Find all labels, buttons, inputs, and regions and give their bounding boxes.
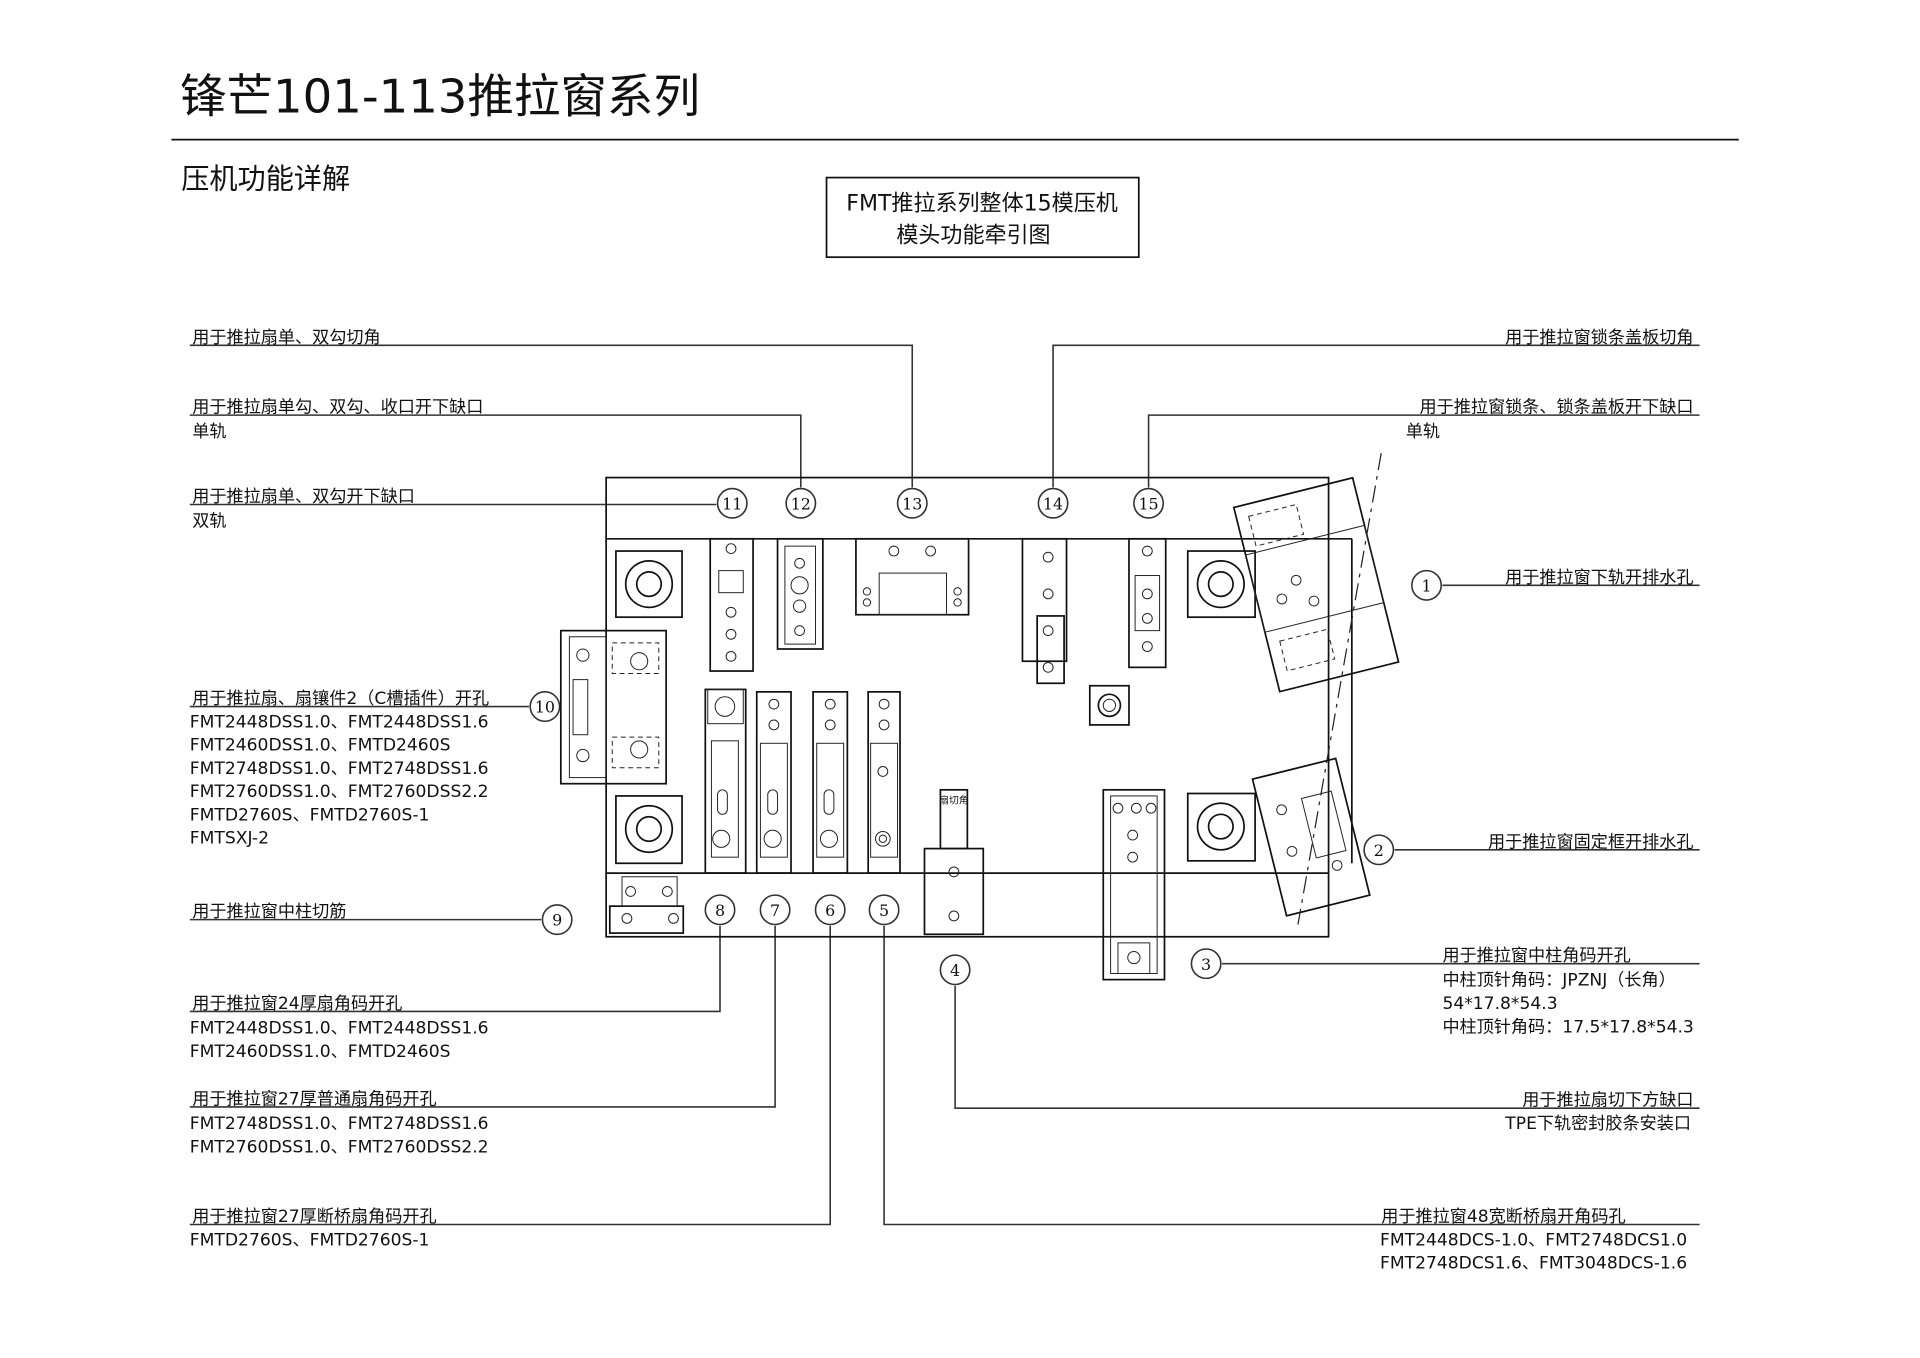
label-8: 用于推拉窗24厚扇角码开孔: [192, 994, 402, 1014]
label-4: 用于推拉扇切下方缺口: [1522, 1091, 1693, 1111]
module-6: [812, 691, 849, 874]
label-text: FMT2460DSS1.0、FMTD2460S: [190, 736, 451, 756]
die-top-right: [1186, 550, 1256, 619]
leader-lines: [189, 344, 1700, 1226]
module-5: [867, 691, 901, 874]
marker-10: 10: [529, 691, 561, 723]
label-text: TPE下轨密封胶条安装口: [1504, 1114, 1691, 1134]
right-labels: 用于推拉窗锁条盖板切角 用于推拉窗锁条、锁条盖板开下缺口 单轨 用于推拉窗下轨开…: [1380, 328, 1694, 1274]
marker-6: 6: [814, 894, 846, 926]
label-text: 15: [1138, 494, 1158, 513]
center-axis-line: [1297, 452, 1382, 925]
label-text: FMTD2760S、FMTD2760S-1: [190, 805, 430, 825]
label-6: 用于推拉窗27厚断桥扇角码开孔: [192, 1207, 436, 1227]
label-text: 54*17.8*54.3: [1442, 994, 1557, 1014]
marker-5: 5: [868, 894, 900, 926]
marker-11: 11: [716, 487, 748, 519]
label-text: 8: [715, 901, 725, 920]
marker-2: 2: [1363, 834, 1395, 866]
label-text: 11: [722, 494, 742, 513]
marker-3: 3: [1190, 948, 1222, 980]
label-text: FMT2748DSS1.0、FMT2748DSS1.6: [190, 1114, 489, 1134]
label-text: FMT2760DSS1.0、FMT2760DSS2.2: [190, 782, 489, 802]
module-3: [1102, 788, 1166, 981]
module-7: [755, 691, 792, 874]
module-10: [559, 629, 667, 785]
marker-9: 9: [541, 904, 573, 936]
label-text: 7: [770, 901, 780, 920]
label-text: 1: [1421, 576, 1431, 595]
marker-13: 13: [896, 487, 928, 519]
diagram-title-line1: FMT推拉系列整体15模压机: [846, 192, 1117, 217]
diagram-title-line2: 模头功能牵引图: [896, 223, 1050, 248]
label-text: FMTD2760S、FMTD2760S-1: [190, 1230, 430, 1250]
left-labels: 用于推拉扇单、双勾切角 用于推拉扇单勾、双勾、收口开下缺口 单轨 用于推拉扇单、…: [190, 328, 489, 1250]
label-9: 用于推拉窗中柱切筋: [192, 902, 346, 922]
module-8: [704, 688, 747, 874]
marker-15: 15: [1133, 487, 1165, 519]
module-2: [1251, 757, 1371, 917]
page-subtitle: 压机功能详解: [181, 163, 350, 196]
label-text: 12: [791, 494, 811, 513]
press-machine: 扇切角: [559, 452, 1400, 981]
label-text: FMT2448DSS1.0、FMT2448DSS1.6: [190, 1018, 489, 1038]
die-top-left: [615, 550, 683, 619]
label-text: 4: [950, 961, 960, 980]
label-text: 13: [902, 494, 922, 513]
callout-markers: 1 2 3 4 5 6 7 8 9 10 11 12 13 14 15: [529, 487, 1443, 986]
label-text: FMT2748DCS1.6、FMT3048DCS-1.6: [1380, 1254, 1687, 1274]
label-5: 用于推拉窗48宽断桥扇开角码孔: [1381, 1207, 1625, 1227]
label-text: FMT2448DSS1.0、FMT2448DSS1.6: [190, 712, 489, 732]
marker-7: 7: [759, 894, 791, 926]
label-text: 单轨: [1406, 422, 1440, 442]
label-text: 5: [879, 901, 889, 920]
marker-1: 1: [1411, 569, 1443, 601]
label-text: FMT2460DSS1.0、FMTD2460S: [190, 1042, 451, 1062]
label-text: FMTSXJ-2: [190, 829, 269, 849]
marker-12: 12: [785, 487, 817, 519]
label-text: 2: [1374, 841, 1384, 860]
label-12: 用于推拉扇单勾、双勾、收口开下缺口: [192, 398, 483, 418]
marker-4: 4: [939, 954, 971, 986]
module-4: 扇切角: [923, 788, 985, 936]
label-text: 单轨: [192, 422, 226, 442]
marker-8: 8: [704, 894, 736, 926]
label-1: 用于推拉窗下轨开排水孔: [1505, 568, 1693, 588]
label-text: 中柱顶针角码：17.5*17.8*54.3: [1442, 1017, 1693, 1037]
label-text: 中柱顶针角码：JPZNJ（长角）: [1442, 971, 1675, 991]
label-14: 用于推拉窗锁条盖板切角: [1505, 328, 1693, 348]
label-text: 6: [825, 901, 835, 920]
marker-14: 14: [1037, 487, 1069, 519]
label-7: 用于推拉窗27厚普通扇角码开孔: [192, 1090, 436, 1110]
module-1: [1232, 476, 1400, 693]
label-text: FMT2760DSS1.0、FMT2760DSS2.2: [190, 1137, 489, 1157]
label-text: 3: [1201, 955, 1211, 974]
page-title: 锋芒101-113推拉窗系列: [180, 70, 700, 124]
diagram-title-box: FMT推拉系列整体15模压机 模头功能牵引图: [825, 176, 1140, 259]
label-11: 用于推拉扇单、双勾开下缺口: [192, 487, 415, 507]
module-9: [608, 876, 685, 934]
label-text: FMT2448DCS-1.0、FMT2748DCS1.0: [1380, 1230, 1687, 1250]
label-2: 用于推拉窗固定框开排水孔: [1488, 832, 1694, 852]
die-bottom-right: [1186, 792, 1256, 862]
label-10: 用于推拉扇、扇镶件2（C槽插件）开孔: [192, 688, 489, 709]
label-text: 9: [552, 911, 562, 930]
label-text: 14: [1043, 494, 1063, 513]
die-bottom-left: [615, 795, 683, 865]
label-3: 用于推拉窗中柱角码开孔: [1442, 946, 1630, 966]
label-13: 用于推拉扇单、双勾切角: [192, 328, 380, 348]
die-label: 扇切角: [939, 793, 968, 806]
label-text: 10: [535, 698, 555, 717]
label-text: 双轨: [192, 512, 226, 532]
label-text: FMT2748DSS1.0、FMT2748DSS1.6: [190, 759, 489, 779]
label-15: 用于推拉窗锁条、锁条盖板开下缺口: [1419, 398, 1693, 418]
